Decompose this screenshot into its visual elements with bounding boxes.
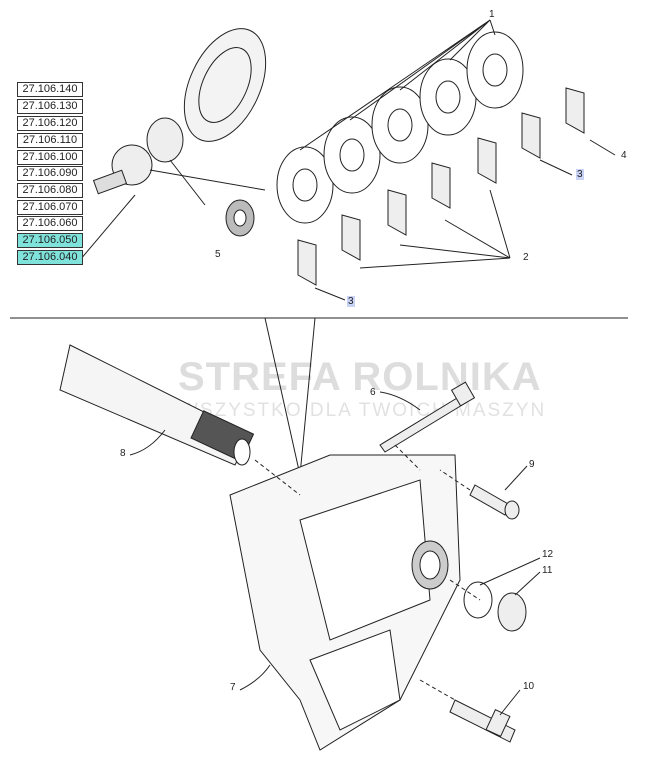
ref-link[interactable]: 27.106.060 [17, 216, 83, 231]
friction-discs [276, 31, 524, 224]
callout-8: 8 [120, 448, 126, 459]
callout-6: 6 [370, 387, 376, 398]
screw [469, 484, 520, 520]
callout-1: 1 [489, 9, 495, 20]
segments [297, 87, 585, 286]
housing [229, 454, 461, 751]
bolt [379, 381, 476, 453]
callout-2: 2 [523, 252, 529, 263]
ref-link[interactable]: 27.106.080 [17, 183, 83, 198]
callout-9: 9 [529, 459, 535, 470]
ref-link[interactable]: 27.106.110 [17, 133, 83, 148]
callout-5: 5 [215, 249, 221, 260]
ref-link-highlighted[interactable]: 27.106.040 [17, 250, 83, 265]
ref-link-highlighted[interactable]: 27.106.050 [17, 233, 83, 248]
callout-11: 11 [542, 565, 553, 576]
ref-link[interactable]: 27.106.140 [17, 82, 83, 97]
shaft [59, 344, 255, 466]
ref-link[interactable]: 27.106.070 [17, 200, 83, 215]
watermark-title: STREFA ROLNIKA [178, 355, 542, 399]
callout-7: 7 [230, 682, 236, 693]
ref-link[interactable]: 27.106.130 [17, 99, 83, 114]
seal-ring [497, 592, 527, 632]
callout-10: 10 [523, 681, 535, 692]
ref-link[interactable]: 27.106.090 [17, 166, 83, 181]
ring-gear [183, 28, 267, 142]
ref-link[interactable]: 27.106.120 [17, 116, 83, 131]
callout-12: 12 [542, 549, 554, 560]
stud [449, 699, 516, 743]
callout-4: 4 [621, 150, 627, 161]
o-ring [463, 581, 493, 619]
gear [146, 117, 184, 163]
callout-3-link[interactable]: 3 [576, 169, 584, 180]
callout-3-link[interactable]: 3 [347, 296, 355, 307]
ref-link[interactable]: 27.106.100 [17, 150, 83, 165]
